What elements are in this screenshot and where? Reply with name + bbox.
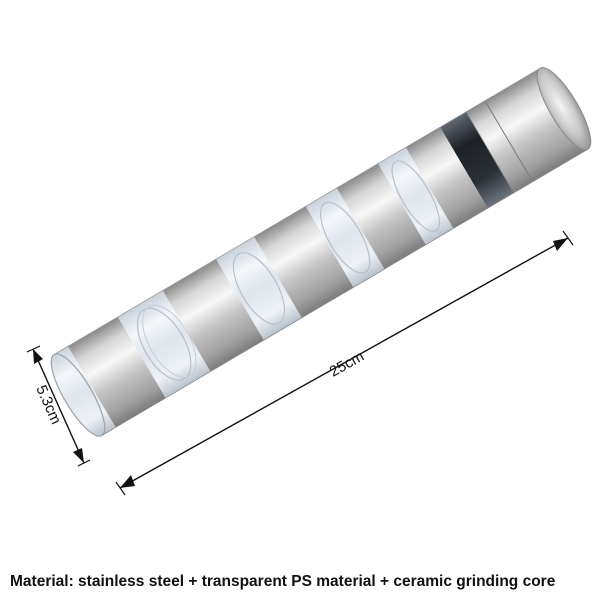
material-caption: Material: stainless steel + transparent … xyxy=(10,573,556,590)
steel-band xyxy=(336,163,426,270)
steel-band xyxy=(67,316,166,428)
clear-chamber xyxy=(117,290,211,398)
clear-chamber xyxy=(378,147,454,245)
length-label: 25cm xyxy=(327,348,367,381)
steel-band xyxy=(405,127,488,229)
clear-chamber xyxy=(216,236,302,341)
dark-chamber xyxy=(440,111,514,209)
steel-band xyxy=(466,100,533,193)
grinder-body xyxy=(50,67,592,437)
clear-chamber xyxy=(305,188,385,288)
steel-band xyxy=(162,259,264,372)
steel-band xyxy=(254,206,354,318)
steel-top-cap xyxy=(484,68,588,182)
